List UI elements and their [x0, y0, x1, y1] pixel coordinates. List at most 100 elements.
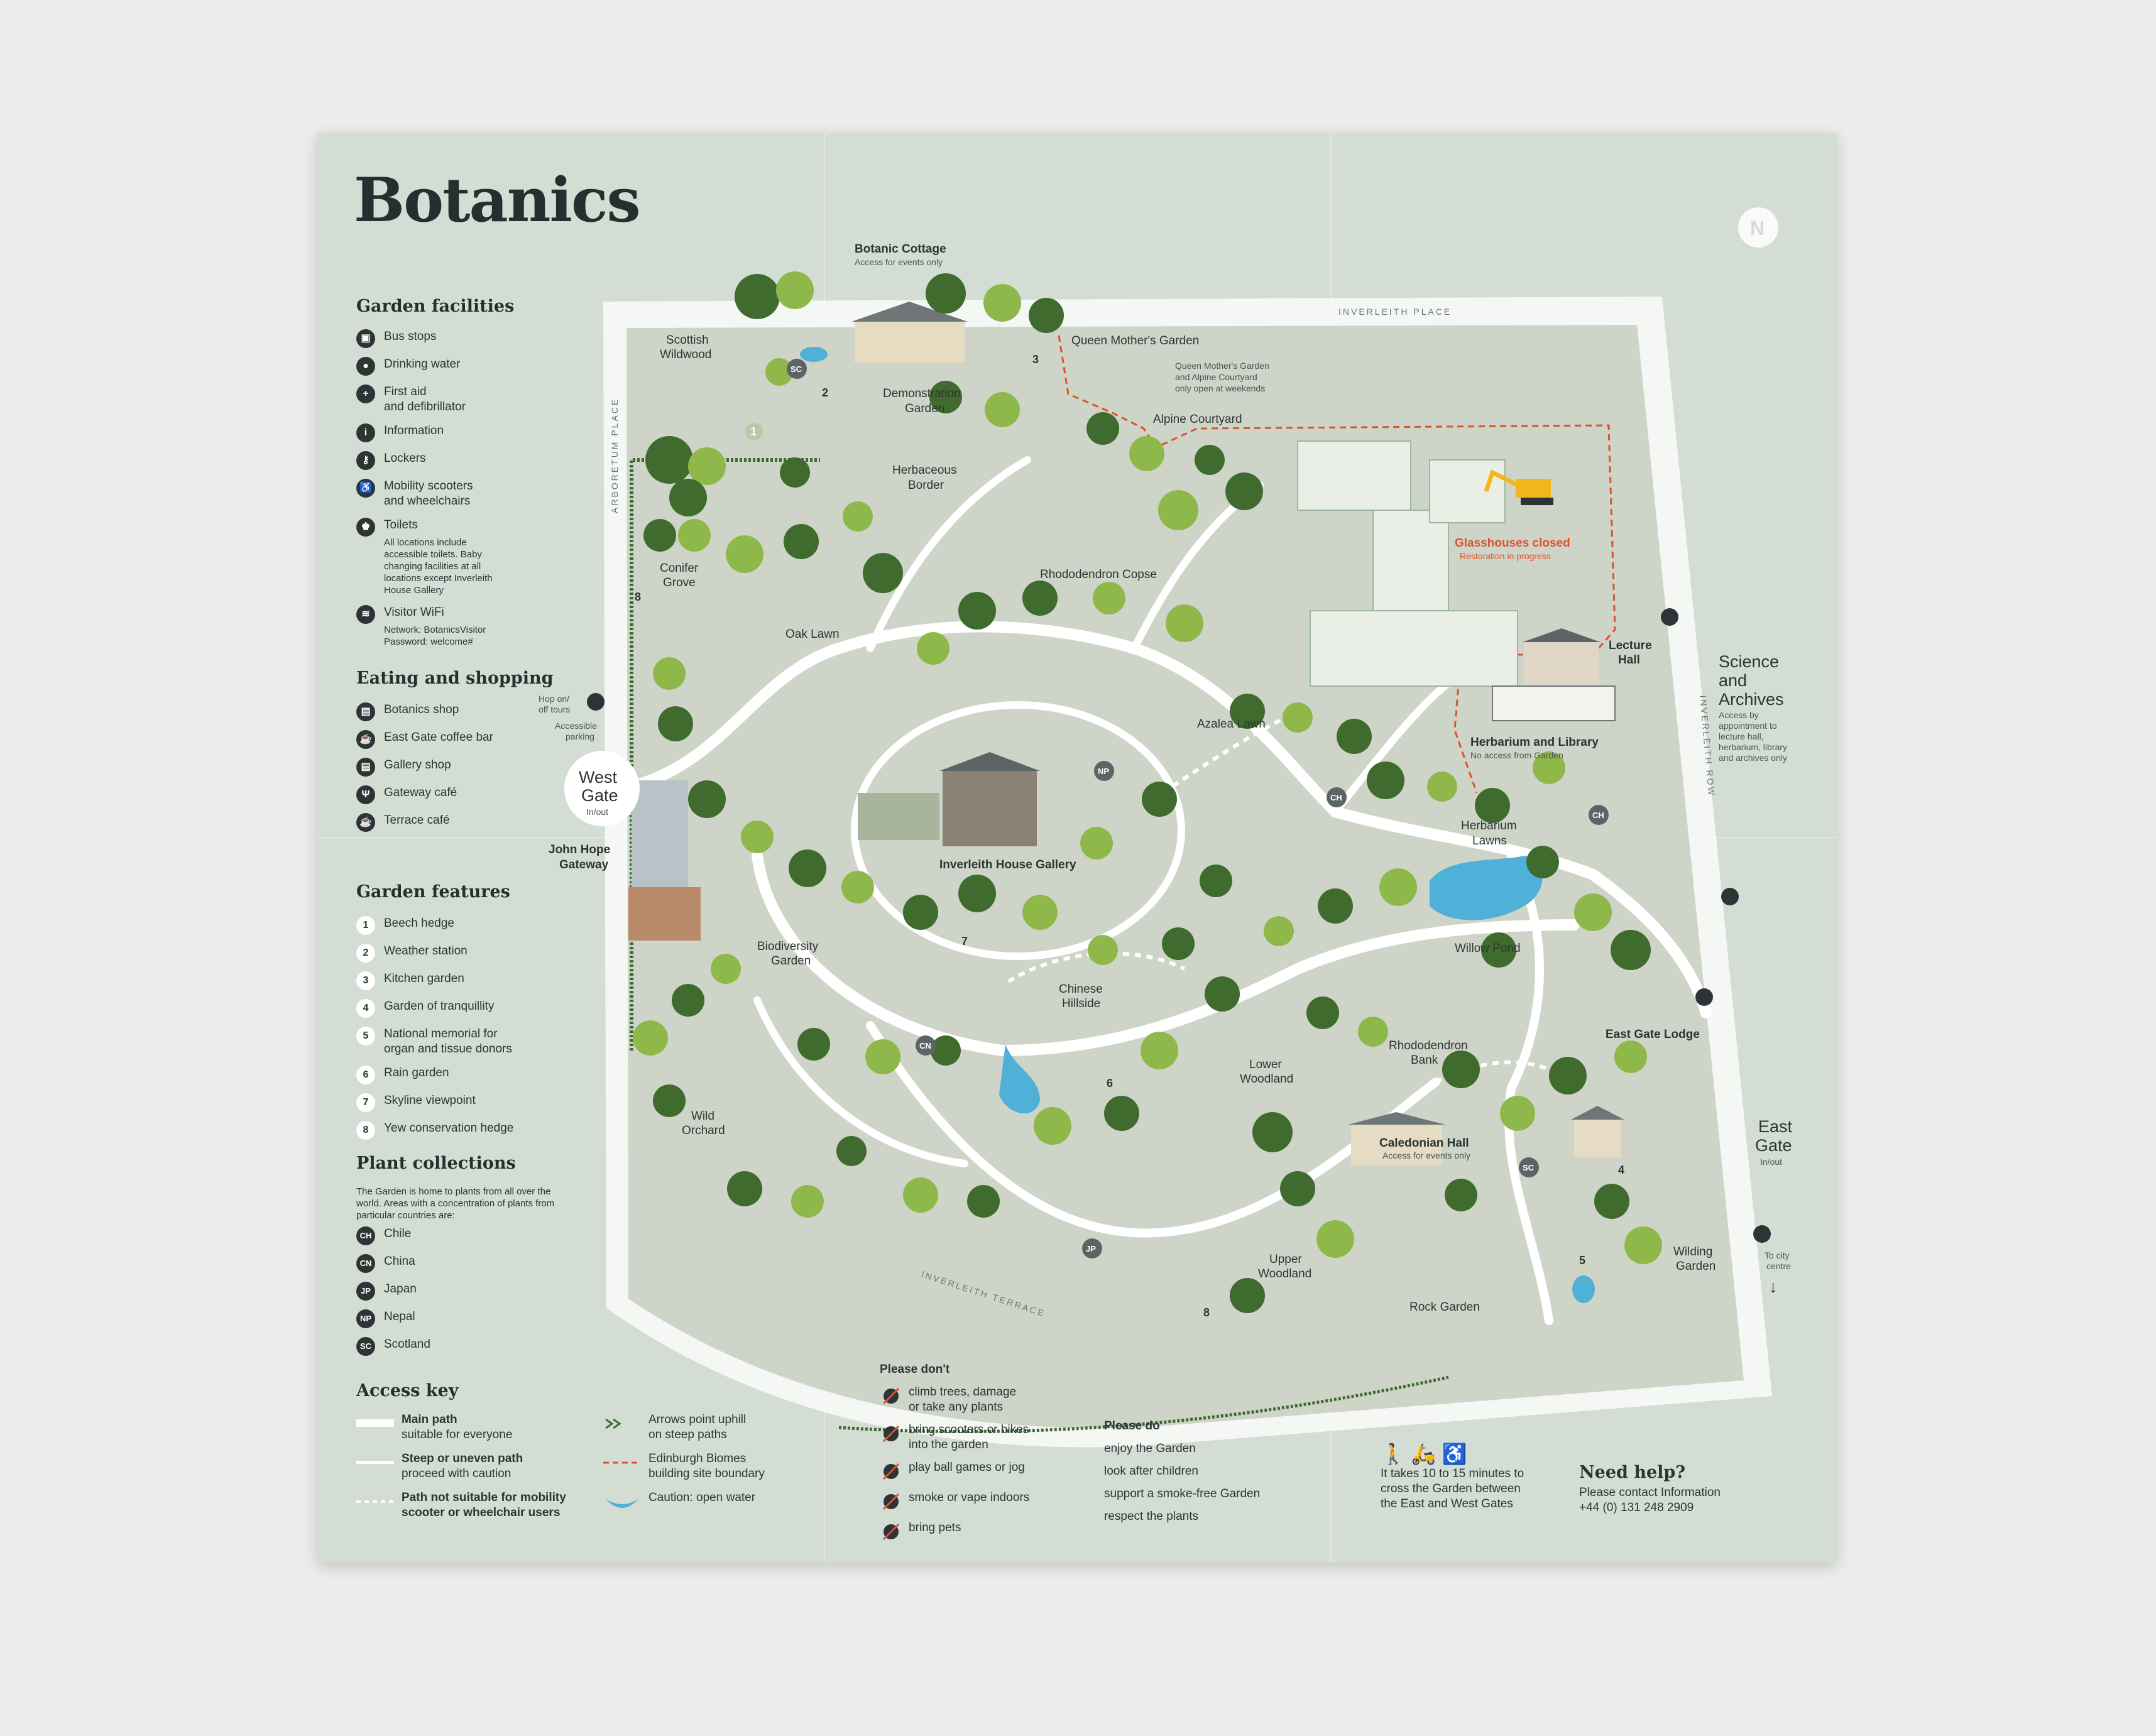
west-gate-marker[interactable]	[564, 751, 640, 826]
cottage-pond	[800, 347, 828, 362]
tree	[669, 479, 707, 516]
tree	[653, 657, 686, 690]
please-do-item: support a smoke-free Garden	[1104, 1487, 1261, 1500]
tree	[1034, 1107, 1071, 1145]
feature-number-badge: 6	[356, 1066, 375, 1084]
crossing-info: 🚶 🛵 ♿ It takes 10 to 15 minutes to cross…	[1381, 1444, 1582, 1512]
bus-icon: ▣	[356, 329, 375, 348]
eating-label: East Gate coffee bar	[384, 731, 493, 744]
collection-marker-ch: CH	[1327, 787, 1347, 807]
tree	[836, 1136, 867, 1166]
svg-text:SC: SC	[791, 364, 802, 374]
please-dont-text: bring scooters or bikes	[909, 1423, 1029, 1436]
label-herbaceous-border-2: Border	[908, 479, 944, 492]
tree	[843, 501, 873, 532]
label-lower-woodland-2: Woodland	[1240, 1073, 1293, 1086]
label-demonstration-garden-2: Garden	[905, 402, 944, 415]
north-arrow: N	[1738, 207, 1778, 248]
tree	[1574, 893, 1612, 931]
label-qm-note-2: and Alpine Courtyard	[1175, 372, 1257, 382]
tree	[1141, 1032, 1178, 1069]
tree	[633, 1020, 668, 1056]
tree	[1022, 895, 1058, 930]
tree-clusters	[633, 271, 1662, 1313]
access-key-text: Path not suitable for mobility	[402, 1491, 566, 1504]
label-caledonian-hall: Caledonian Hall	[1379, 1137, 1469, 1150]
tree	[903, 1177, 938, 1213]
please-dont-item: play ball games or jog	[880, 1460, 1087, 1483]
tree	[1093, 582, 1125, 614]
tree	[1500, 1096, 1535, 1131]
please-do-heading: Please do	[1104, 1419, 1160, 1433]
label-lecture-hall-2: Hall	[1618, 653, 1640, 667]
collection-label: Nepal	[384, 1310, 415, 1323]
facility-label: Information	[384, 424, 444, 437]
access-key-item: Caution: open water	[603, 1490, 804, 1516]
tree	[1614, 1040, 1647, 1073]
please-dont-item: bring pets	[880, 1520, 1087, 1543]
tree	[1205, 976, 1240, 1012]
label-rhododendron-bank: Rhododendron	[1389, 1039, 1468, 1052]
tree	[985, 392, 1020, 427]
tree	[1142, 782, 1177, 817]
tree	[678, 519, 711, 552]
unsuitable-path-swatch	[356, 1495, 394, 1510]
feature-5-marker: 5	[1579, 1254, 1585, 1267]
please-dont-text: play ball games or jog	[909, 1461, 1025, 1474]
collection-marker-jp: JP	[1082, 1238, 1102, 1258]
feature-label: Rain garden	[384, 1066, 449, 1079]
tree	[735, 274, 780, 319]
label-botanic-cottage-note: Access for events only	[855, 257, 943, 267]
tree	[727, 1171, 762, 1206]
label-oak-lawn: Oak Lawn	[785, 628, 840, 641]
east-gate-lodge-building	[1571, 1106, 1624, 1157]
tree	[1200, 865, 1232, 897]
cup-icon: ☕	[356, 813, 375, 832]
facility-label: Toilets	[384, 518, 418, 532]
water-drop-icon: ●	[356, 357, 375, 376]
wifi-icon: ≋	[356, 605, 375, 624]
label-qm-note-1: Queen Mother's Garden	[1175, 361, 1269, 371]
label-azalea-lawn: Azalea Lawn	[1197, 718, 1266, 731]
tree	[929, 381, 962, 413]
label-east-in-out: In/out	[1760, 1157, 1782, 1167]
label-biodiversity-2: Garden	[771, 954, 811, 968]
label-herbarium-library: Herbarium and Library	[1470, 736, 1599, 749]
svg-text:CH: CH	[1330, 793, 1342, 802]
tree	[1442, 1051, 1480, 1088]
tree	[1029, 298, 1064, 333]
tree	[741, 821, 774, 853]
need-help-phone[interactable]: +44 (0) 131 248 2909	[1579, 1501, 1694, 1514]
tree	[1252, 1112, 1293, 1152]
tree	[1230, 1278, 1265, 1313]
tree	[958, 875, 996, 912]
tree	[1104, 1096, 1139, 1131]
label-lower-woodland: Lower	[1249, 1058, 1282, 1071]
access-key-text: Caution: open water	[648, 1491, 756, 1504]
no-bikes-icon	[880, 1422, 902, 1445]
access-key-text: Edinburgh Biomes	[648, 1452, 747, 1465]
label-accessible-parking: Accessible	[555, 721, 597, 731]
label-botanic-cottage: Botanic Cottage	[855, 243, 946, 256]
tree	[797, 1028, 830, 1061]
label-rhododendron-copse: Rhododendron Copse	[1040, 568, 1157, 581]
svg-text:CN: CN	[919, 1041, 931, 1051]
access-heading: Access key	[356, 1381, 459, 1400]
label-john-hope: John Hope	[549, 843, 610, 856]
tree	[1445, 1179, 1477, 1211]
garden-map[interactable]: Botanic Cottage Access for events only S…	[317, 133, 1837, 1563]
glasshouses	[1297, 440, 1518, 687]
facility-label: Lockers	[384, 452, 426, 465]
label-scottish-wildwood: Scottish	[666, 334, 709, 347]
feature-8-marker-south: 8	[1203, 1306, 1210, 1319]
inverleith-circle-path	[851, 701, 1185, 960]
